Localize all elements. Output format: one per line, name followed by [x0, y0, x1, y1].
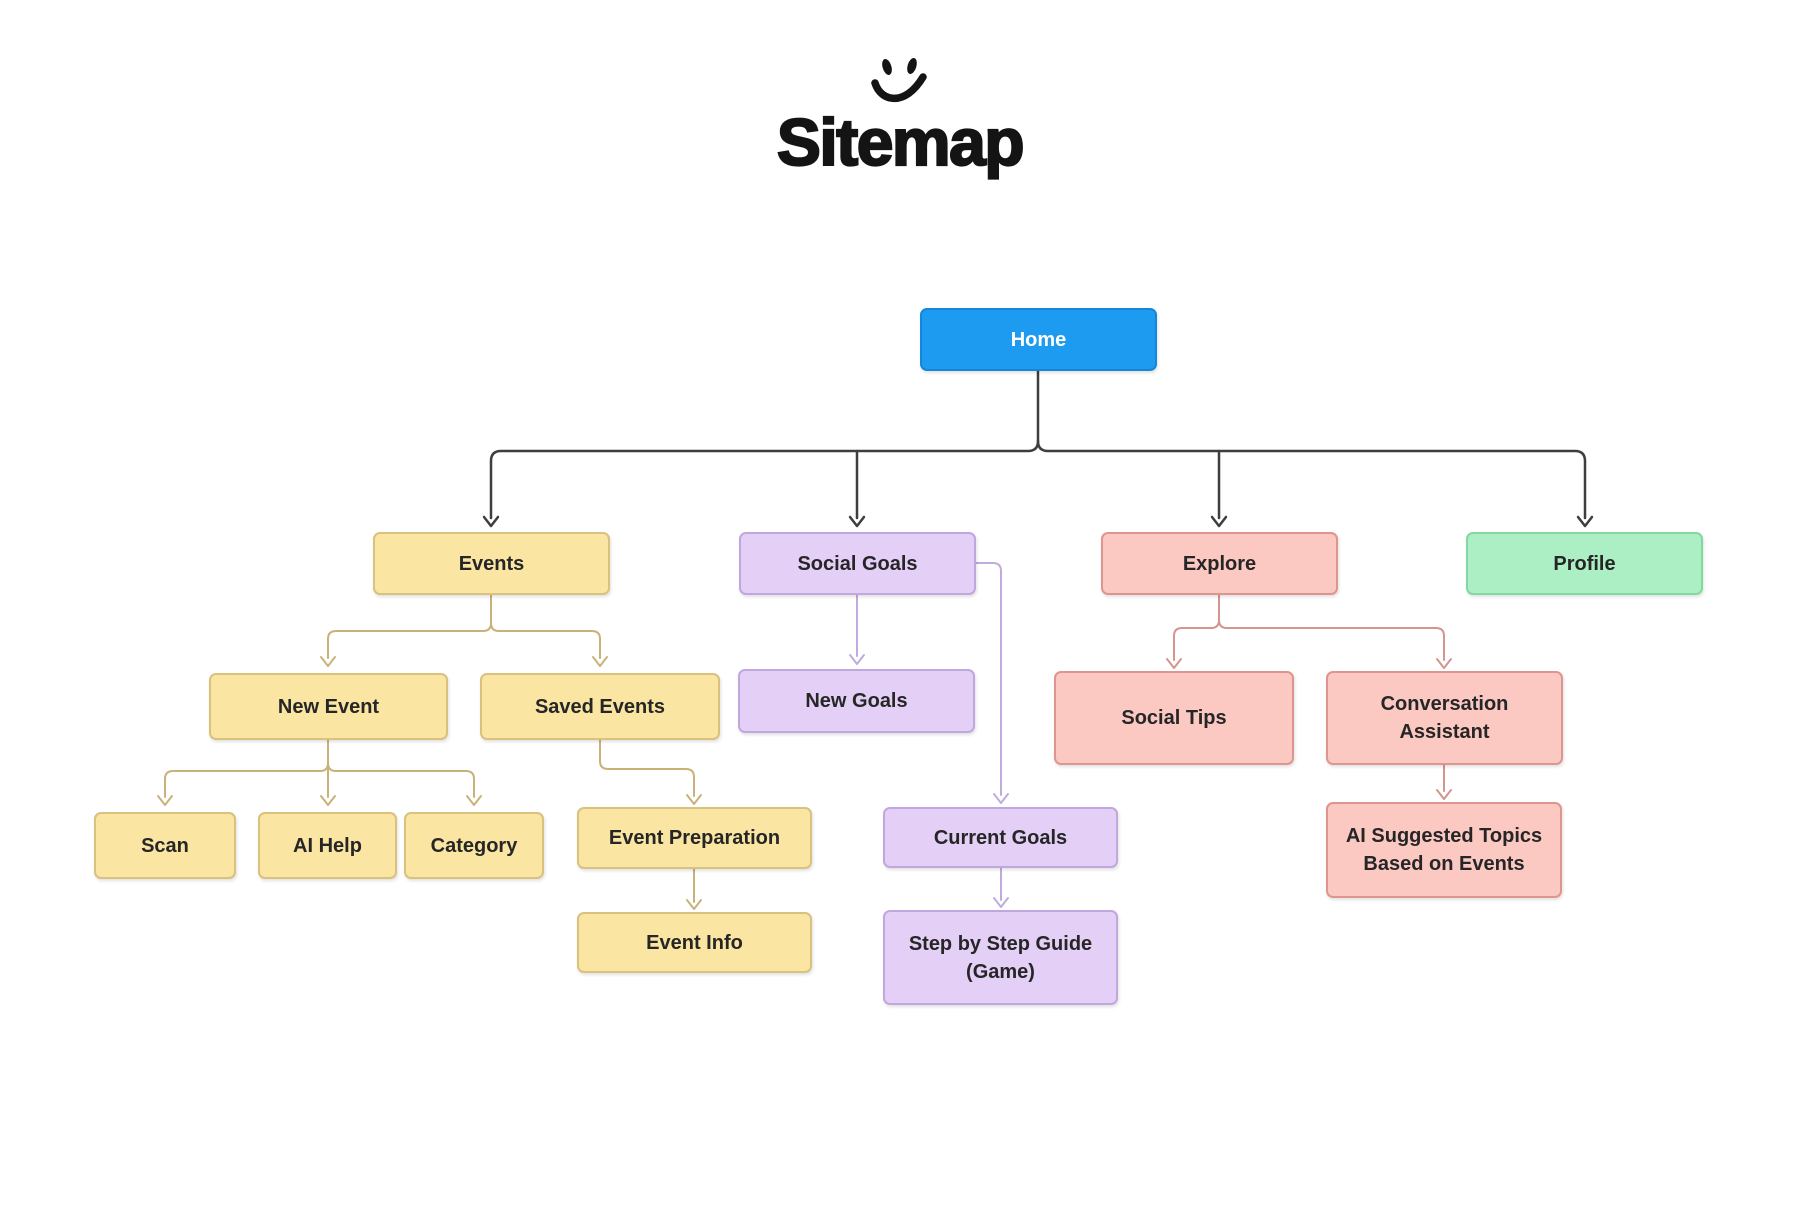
node-label: AI Help: [293, 834, 362, 857]
edge-path: [599, 739, 695, 797]
edge-arrowhead: [686, 794, 702, 805]
node-step-by-step-guide[interactable]: Step by Step Guide (Game): [883, 910, 1118, 1005]
node-profile[interactable]: Profile: [1466, 532, 1703, 595]
node-saved-events[interactable]: Saved Events: [480, 673, 720, 740]
smiley-icon: [871, 58, 927, 102]
edge-arrowhead: [466, 795, 482, 806]
edge-arrowhead: [686, 899, 702, 910]
edge-arrowhead: [1576, 515, 1594, 528]
edge-path: [327, 594, 492, 659]
node-label: New Event: [277, 695, 380, 718]
node-events[interactable]: Events: [373, 532, 610, 595]
edge-arrowhead: [993, 793, 1009, 804]
node-label: Explore: [1182, 552, 1257, 575]
node-label: Events: [458, 552, 525, 575]
node-home[interactable]: Home: [920, 308, 1157, 371]
node-ai-help[interactable]: AI Help: [258, 812, 397, 879]
node-current-goals[interactable]: Current Goals: [883, 807, 1118, 868]
node-label: Event Info: [646, 931, 743, 954]
node-new-goals[interactable]: New Goals: [738, 669, 975, 733]
node-label: Saved Events: [534, 695, 666, 718]
edge-path: [1036, 439, 1587, 520]
node-label: Scan: [141, 834, 189, 857]
node-label: Event Preparation: [608, 827, 781, 849]
node-explore[interactable]: Explore: [1101, 532, 1338, 595]
node-event-info[interactable]: Event Info: [577, 912, 812, 973]
edge-arrowhead: [482, 515, 500, 528]
edge-arrowhead: [1210, 515, 1228, 528]
edge-arrowhead: [1436, 789, 1452, 800]
node-label: Current Goals: [933, 826, 1068, 849]
edge-arrowhead: [1436, 658, 1452, 669]
edge-arrowhead: [592, 656, 608, 667]
edge-arrowhead: [320, 795, 336, 806]
edge-path: [1173, 594, 1220, 661]
edge-path: [164, 739, 329, 798]
edge-arrowhead: [1166, 658, 1182, 669]
node-label: Conversation Assistant: [1380, 693, 1509, 743]
node-label: Step by Step Guide (Game): [908, 932, 1093, 983]
node-category[interactable]: Category: [404, 812, 544, 879]
node-label: Home: [1010, 328, 1067, 351]
node-scan[interactable]: Scan: [94, 812, 236, 879]
edge-path: [1218, 619, 1445, 661]
node-conversation-assistant[interactable]: Conversation Assistant: [1326, 671, 1563, 765]
edge-path: [489, 369, 1040, 520]
edge-arrowhead: [993, 897, 1009, 908]
edge-path: [974, 562, 1002, 796]
edges-from-home: [482, 369, 1594, 528]
node-label: Social Goals: [797, 552, 918, 575]
edge-path: [490, 622, 601, 659]
edge-path: [327, 762, 475, 798]
node-ai-suggested-topics[interactable]: AI Suggested Topics Based on Events: [1326, 802, 1562, 898]
edge-arrowhead: [849, 654, 865, 665]
node-label: New Goals: [805, 690, 908, 712]
edge-arrowhead: [848, 515, 866, 528]
edge-arrowhead: [157, 795, 173, 806]
node-new-event[interactable]: New Event: [209, 673, 448, 740]
page-title: Sitemap: [776, 104, 1026, 180]
edge-arrowhead: [320, 656, 336, 667]
node-label: Social Tips: [1121, 707, 1227, 729]
node-social-tips[interactable]: Social Tips: [1054, 671, 1294, 765]
node-social-goals[interactable]: Social Goals: [739, 532, 976, 595]
node-label: Category: [430, 834, 518, 857]
node-event-preparation[interactable]: Event Preparation: [577, 807, 812, 869]
node-label: Profile: [1553, 552, 1616, 575]
node-label: AI Suggested Topics Based on Events: [1345, 825, 1543, 875]
